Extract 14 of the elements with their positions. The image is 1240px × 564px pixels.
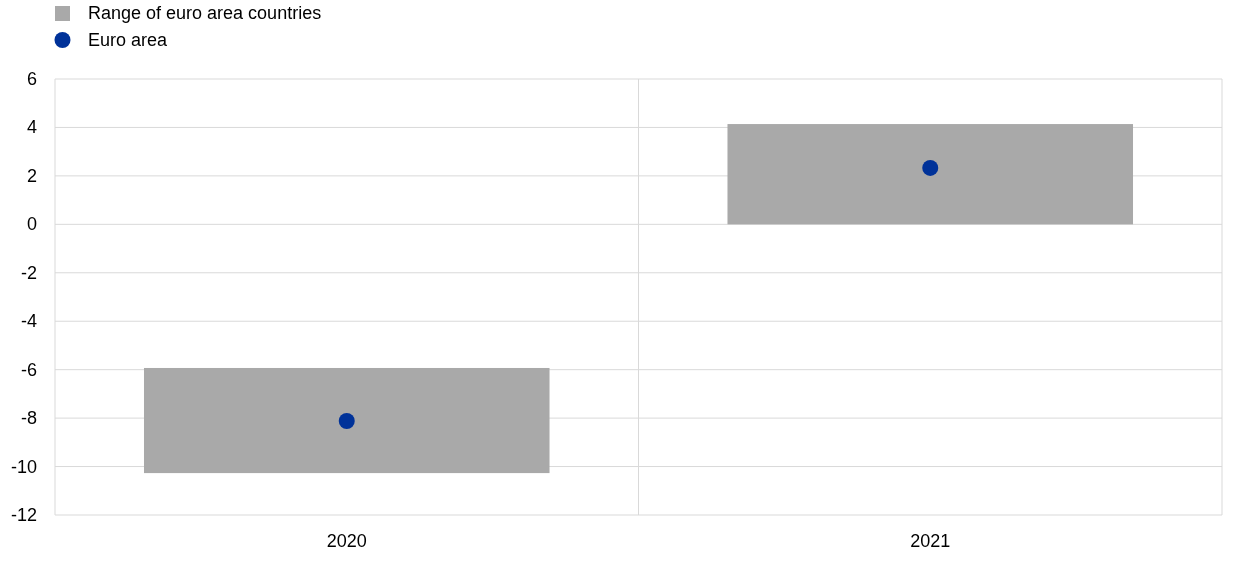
legend-label: Range of euro area countries	[88, 3, 322, 23]
axis-tick-label: -10	[11, 456, 37, 477]
axis-tick-label: 4	[27, 117, 37, 138]
axis-tick-label: 2021	[910, 531, 951, 551]
axis-tick-label: 6	[27, 69, 37, 89]
axis-tick-label: -4	[21, 311, 37, 332]
axis-tick-label: -8	[21, 408, 37, 429]
axis-tick-label: 0	[27, 214, 37, 235]
axis-tick-label: -2	[21, 262, 37, 283]
axis-tick-label: -6	[21, 359, 37, 380]
axis-tick-label: 2020	[326, 531, 367, 551]
axis-tick-label: 2	[27, 165, 37, 186]
legend-label: Euro area	[88, 30, 168, 50]
axis-tick-label: -12	[11, 505, 37, 525]
